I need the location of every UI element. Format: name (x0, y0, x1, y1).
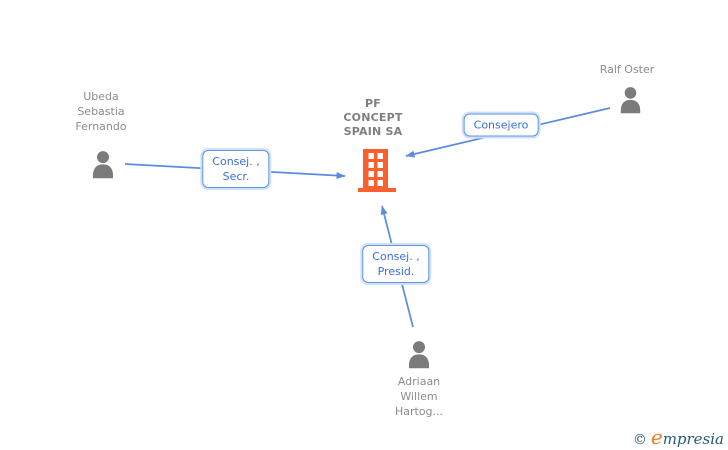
person-node-ralf[interactable] (616, 86, 645, 117)
person-name-ubeda: Ubeda Sebastia Fernando (75, 90, 127, 133)
building-icon (358, 149, 396, 192)
person-icon (620, 87, 641, 114)
brand-letter-e: e (650, 425, 663, 449)
person-node-ubeda[interactable] (88, 150, 118, 182)
edge-label-consej-presid: Consej. , Presid. (362, 245, 430, 283)
person-icon (92, 151, 114, 179)
edge-label-consejero: Consejero (463, 113, 539, 137)
person-icon (408, 341, 430, 369)
company-name: PF CONCEPT SPAIN SA (343, 97, 403, 138)
brand-text: mpresia (662, 430, 724, 448)
person-node-adriaan[interactable] (404, 340, 434, 372)
copyright-icon: © (632, 432, 647, 448)
empresia-logo[interactable]: © e mpresia (632, 425, 724, 449)
edge-label-consej-secr: Consej. , Secr. (202, 150, 270, 188)
company-node[interactable] (357, 149, 397, 192)
person-name-adriaan: Adriaan Willem Hartog... (394, 375, 444, 418)
person-name-ralf: Ralf Oster (599, 63, 655, 76)
